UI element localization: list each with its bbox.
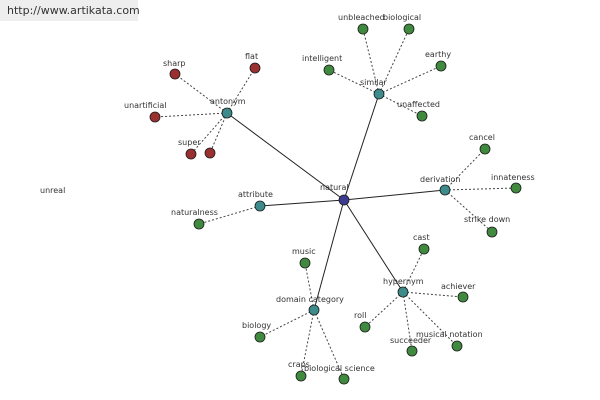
term-node-innateness[interactable] [510,182,522,194]
edge-antonym-flat [226,67,256,114]
relation-node-similar[interactable] [373,88,385,100]
term-node-roll[interactable] [359,321,371,333]
edge-similar-unaffected [378,93,423,117]
term-node-achiever[interactable] [457,291,469,303]
term-label-naturalness: naturalness [171,208,218,217]
graph-nodes: unreal flat sharp unartificial super antonym u… [40,13,535,385]
edge-center-domain-category [313,199,345,311]
edge-hypernym-roll [364,291,404,328]
relation-node-antonym[interactable] [221,107,233,119]
term-label-unreal: unreal [40,186,65,195]
edge-similar-earthy [378,65,442,95]
edge-antonym-super [190,112,228,155]
term-label-flat: flat [245,52,258,61]
term-label-super: super [178,138,201,147]
edge-hypernym-succeeder [402,291,413,352]
edge-derivation-cancel [444,148,486,191]
term-node-sharp[interactable] [169,68,181,80]
term-node-cancel[interactable] [479,143,491,155]
edge-center-attribute [259,199,345,207]
term-label-biological-science: biological science [304,364,375,373]
term-label-craps: craps [288,360,310,369]
edge-attribute-naturalness [198,205,261,225]
relation-label-derivation: derivation [420,175,460,184]
term-node-unbleached[interactable] [357,23,369,35]
term-label-sharp: sharp [163,59,186,68]
term-node-biology[interactable] [254,331,266,343]
term-node-flat[interactable] [249,62,261,74]
term-node-intelligent[interactable] [323,64,335,76]
term-label-unartificial: unartificial [124,101,166,110]
center-node[interactable] [338,194,350,206]
edge-similar-intelligent [328,69,380,95]
term-label-musical-notation: musical notation [416,330,483,339]
edge-center-antonym [226,112,345,201]
term-label-unbleached: unbleached [338,13,385,22]
term-node-craps[interactable] [295,370,307,382]
term-node-super[interactable] [185,148,197,160]
term-node-musical-notation[interactable] [451,340,463,352]
term-node-biological[interactable] [403,23,415,35]
term-label-earthy: earthy [425,50,451,59]
graph-edges [154,28,517,380]
term-node-earthy[interactable] [435,60,447,72]
term-label-succeeder: succeeder [390,336,432,345]
term-label-cast: cast [413,233,430,242]
edge-similar-unbleached [362,28,380,95]
relation-label-antonym: antonym [210,97,246,106]
term-node-unaffected[interactable] [416,110,428,122]
edge-derivation-strike-down [444,189,493,233]
relation-label-similar: similar [360,78,388,87]
edge-hypernym-achiever [402,291,464,298]
term-node-strike-down[interactable] [486,226,498,238]
relation-label-attribute: attribute [238,190,273,199]
term-node-cast[interactable] [418,243,430,255]
relation-node-derivation[interactable] [439,184,451,196]
term-label-roll: roll [354,311,366,320]
term-label-intelligent: intelligent [302,54,342,63]
edge-domain-category-craps [300,309,315,377]
edge-antonym-unartificial [154,112,228,118]
edge-domain-category-biological-science [313,309,345,380]
term-label-unaffected: unaffected [397,100,440,109]
edge-center-similar [343,93,380,201]
relation-label-hypernym: hypernym [383,277,424,286]
term-label-cancel: cancel [469,133,495,142]
site-url-banner[interactable]: http://www.artikata.com [0,0,140,21]
term-node-unreal[interactable] [204,147,216,159]
edge-antonym-unreal [209,112,228,154]
term-label-biological: biological [383,13,421,22]
relation-node-domain-category[interactable] [308,304,320,316]
relation-node-attribute[interactable] [254,200,266,212]
relation-label-domain-category: domain category [276,295,344,304]
term-node-succeeder[interactable] [406,345,418,357]
term-label-music: music [292,247,316,256]
term-label-biology: biology [242,321,271,330]
edge-antonym-sharp [174,73,228,114]
term-label-achiever: achiever [441,282,476,291]
edge-center-hypernym [343,199,404,293]
relation-node-hypernym[interactable] [397,286,409,298]
center-label: natural [320,183,349,192]
term-node-music[interactable] [299,257,311,269]
term-label-strike-down: strike down [464,215,510,224]
term-node-unartificial[interactable] [149,111,161,123]
term-node-naturalness[interactable] [193,218,205,230]
edge-center-derivation [343,189,446,201]
edge-hypernym-musical-notation [402,291,458,347]
term-label-innateness: innateness [491,173,535,182]
edge-derivation-innateness [444,187,517,191]
term-node-biological-science[interactable] [338,373,350,385]
